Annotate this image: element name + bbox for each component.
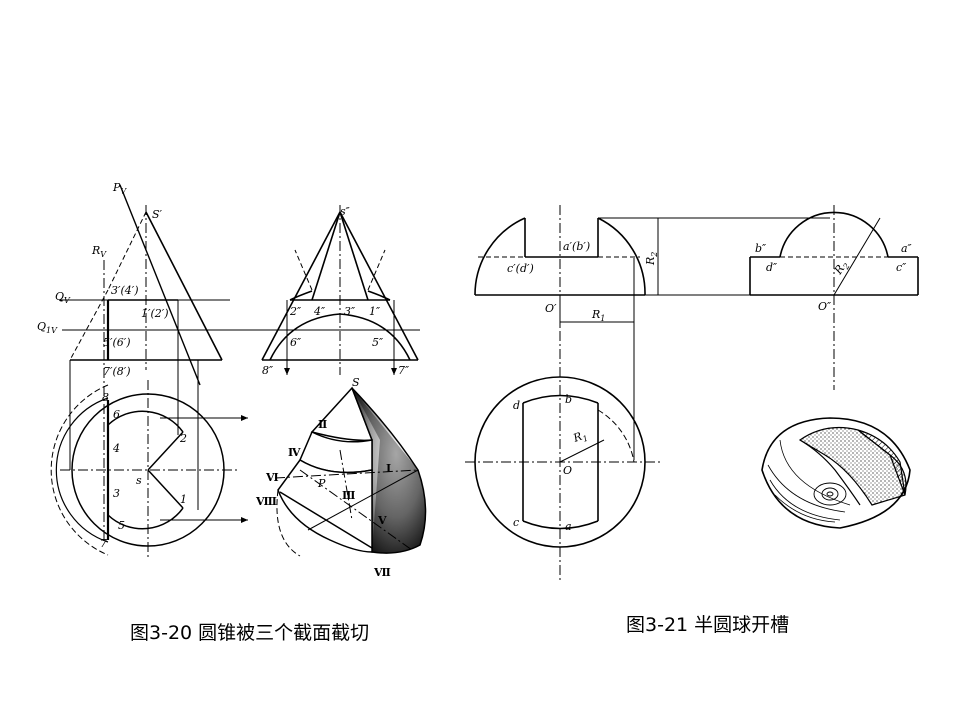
label-t1: 1	[180, 493, 187, 506]
label-t2: 2	[179, 432, 187, 445]
label-t3: 3	[113, 487, 120, 500]
label-n2: 2″	[289, 305, 302, 318]
label-p34: 3′(4′)	[111, 284, 139, 297]
label-p12: 1′(2′)	[141, 307, 169, 320]
label-qv: QV	[55, 290, 71, 305]
label-n6: 6″	[290, 336, 302, 349]
label-ts: s	[136, 474, 142, 487]
label-s-prime: S′	[152, 208, 163, 221]
label-r1-top: R1	[571, 428, 590, 447]
label-o-prime: O′	[545, 302, 557, 315]
label-d-dprime: d″	[766, 261, 778, 274]
label-t8: 8	[102, 391, 109, 404]
label-n5: 5″	[372, 336, 384, 349]
label-t5: 5	[118, 519, 125, 532]
label-o-dprime: O″	[818, 300, 832, 313]
label-b-dprime: b″	[755, 242, 767, 255]
label-roman-6: Ⅵ	[265, 471, 279, 484]
label-iso-p: P	[317, 477, 326, 490]
label-roman-1: Ⅰ	[386, 462, 391, 475]
top-view-hemisphere	[465, 376, 660, 548]
label-roman-4: Ⅳ	[288, 446, 301, 459]
figure-3-21-labels: a′(b′) c′(d′) O′ R1 R2 b″ a″ d″ c″ R2 O″…	[507, 240, 913, 533]
label-n8: 8″	[262, 364, 274, 377]
isometric-cut-cone	[274, 386, 427, 557]
top-view-circle	[50, 300, 248, 560]
figure-3-20	[50, 184, 427, 560]
label-roman-3: Ⅲ	[342, 489, 355, 502]
label-c: c	[513, 516, 519, 529]
label-c-dprime: c″	[896, 261, 907, 274]
label-n7: 7″	[398, 364, 410, 377]
side-view-hemisphere	[749, 205, 919, 390]
figure-caption-3-21: 图3-21 半圆球开槽	[626, 614, 790, 636]
label-a-dprime: a″	[901, 242, 913, 255]
label-ab-prime: a′(b′)	[563, 240, 590, 253]
label-t4: 4	[112, 442, 120, 455]
label-n3: 3″	[344, 305, 356, 318]
front-view-hemisphere	[474, 205, 830, 580]
label-p78: 7′(8′)	[103, 365, 131, 378]
label-roman-2: Ⅱ	[318, 418, 327, 431]
label-roman-5: Ⅴ	[377, 514, 387, 527]
label-d: d	[513, 399, 520, 412]
isometric-hemisphere	[761, 417, 911, 529]
label-b: b	[565, 393, 572, 406]
label-t6: 6	[113, 408, 120, 421]
label-q1v: Q1V	[37, 320, 58, 335]
label-n4: 4″	[313, 305, 326, 318]
label-rv: RV	[91, 244, 107, 259]
label-s-dprime: s″	[340, 205, 351, 218]
label-roman-8: Ⅷ	[255, 495, 277, 508]
label-n1: 1″	[369, 305, 381, 318]
side-view-cone	[261, 205, 419, 375]
label-a: a	[565, 520, 572, 533]
label-pv: PV	[112, 181, 127, 196]
figure-3-21	[465, 205, 919, 580]
label-o: O	[563, 464, 572, 477]
label-p56: 5′(6′)	[103, 336, 131, 349]
label-iso-s: S	[352, 376, 360, 389]
label-cd-prime: c′(d′)	[507, 262, 534, 275]
label-r2: R2	[644, 252, 659, 266]
label-r1: R1	[591, 308, 605, 323]
label-t7: 7	[100, 537, 107, 550]
label-roman-7: Ⅶ	[373, 566, 391, 579]
figure-3-20-labels: PV S′ RV QV Q1V 3′(4′) 1′(2′) 5′(6′) 7′(…	[37, 181, 410, 579]
figure-caption-3-20: 图3-20 圆锥被三个截面截切	[130, 622, 370, 644]
